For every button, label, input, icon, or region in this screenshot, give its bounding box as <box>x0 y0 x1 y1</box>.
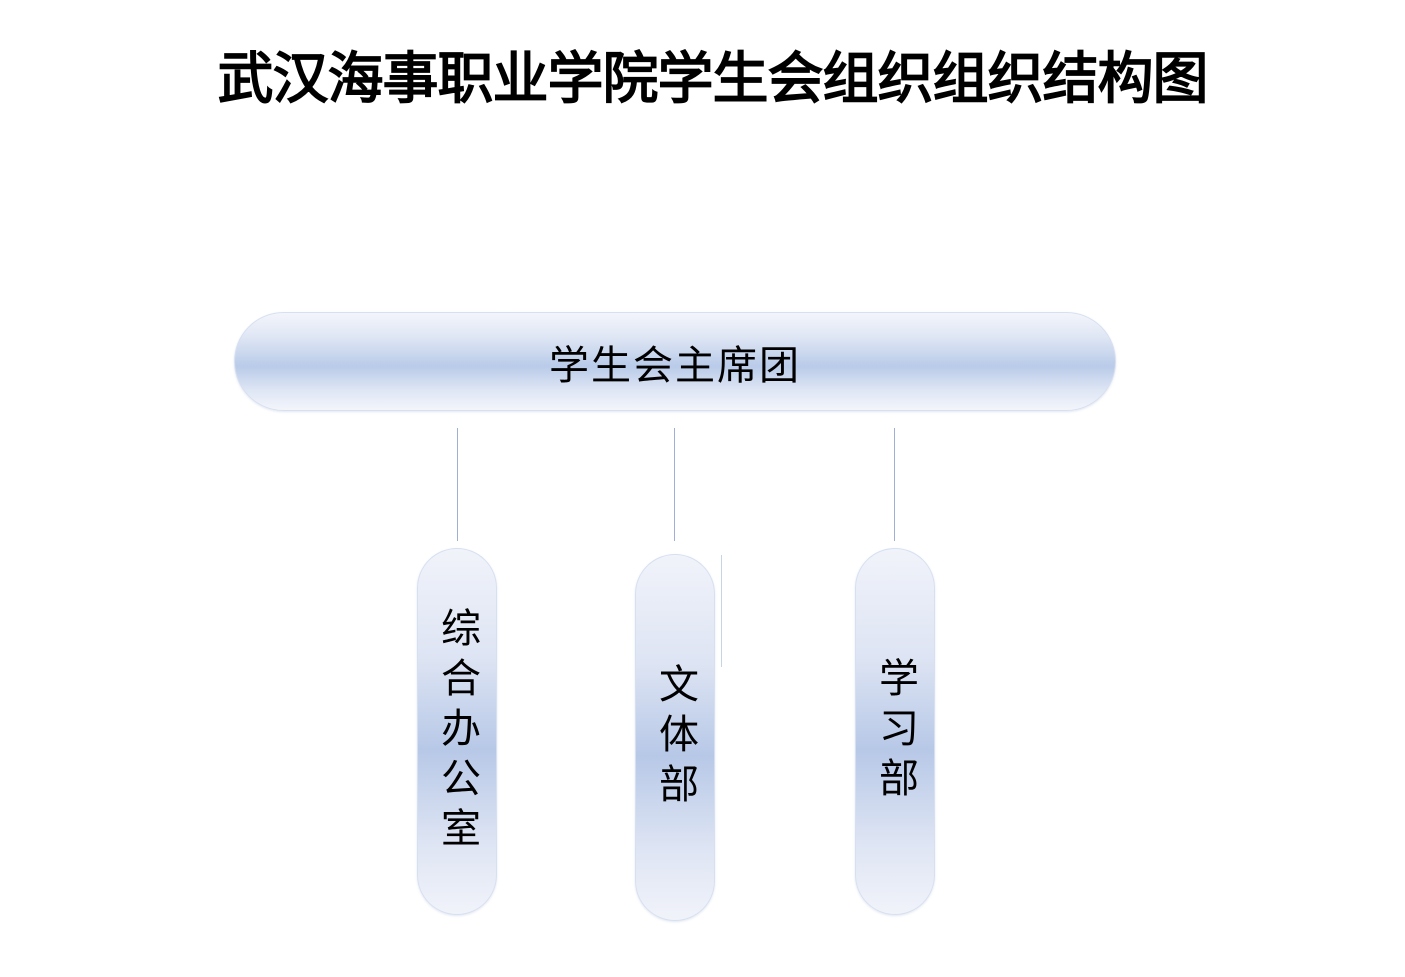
node-student-union-presidium: 学生会主席团 <box>234 312 1116 411</box>
node-label: 文体部 <box>652 662 698 813</box>
node-culture-sports-dept: 文体部 <box>635 554 715 921</box>
diagram-title: 武汉海事职业学院学生会组织组织结构图 <box>217 47 1209 112</box>
connector-line <box>674 428 675 541</box>
connector-line <box>457 428 458 541</box>
node-label: 综合办公室 <box>434 606 480 857</box>
divider-line <box>721 555 722 667</box>
node-study-dept: 学习部 <box>855 548 935 915</box>
node-label: 学习部 <box>872 656 918 807</box>
node-general-office: 综合办公室 <box>417 548 497 915</box>
node-label: 学生会主席团 <box>549 342 801 389</box>
connector-line <box>894 428 895 541</box>
